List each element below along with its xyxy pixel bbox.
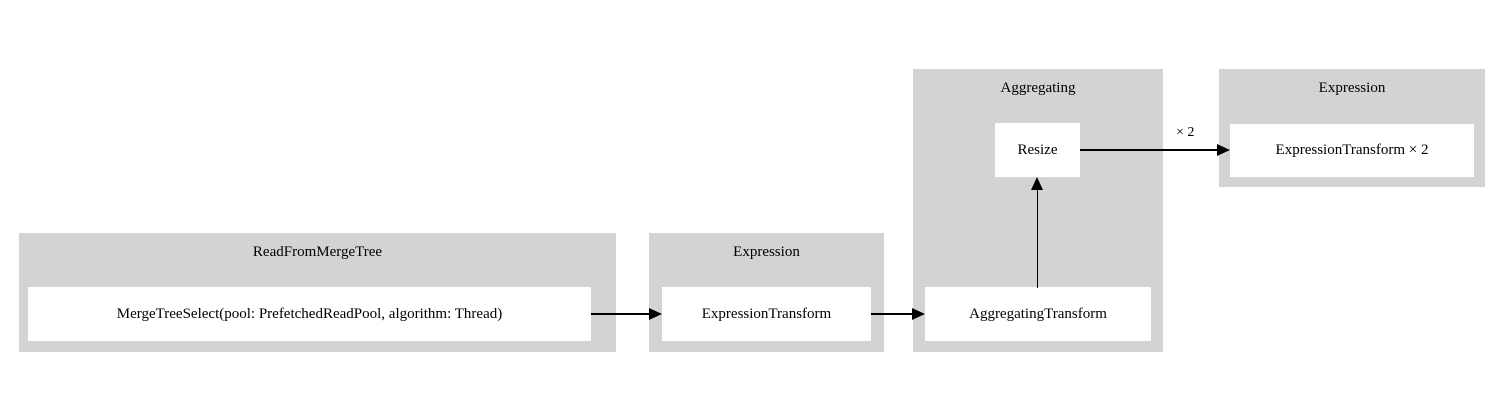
- edge-aggregating-to-resize-arrowhead: [1030, 177, 1043, 190]
- edge-label-resize-to-expression-x2: × 2: [1176, 125, 1195, 140]
- edge-expression-to-aggregating-line: [871, 313, 912, 315]
- node-label-expression-transform-x2: ExpressionTransform × 2: [1275, 142, 1429, 158]
- cluster-title-read-from-merge-tree: ReadFromMergeTree: [252, 244, 383, 260]
- node-resize[interactable]: Resize: [995, 123, 1080, 177]
- cluster-title-expression-right: Expression: [1318, 80, 1386, 96]
- cluster-title-expression-middle: Expression: [733, 244, 800, 260]
- node-merge-tree-select[interactable]: MergeTreeSelect(pool: PrefetchedReadPool…: [28, 287, 591, 341]
- cluster-title-aggregating: Aggregating: [1000, 80, 1076, 96]
- node-expression-transform-x2[interactable]: ExpressionTransform × 2: [1230, 124, 1474, 177]
- edge-resize-to-expression-x2-arrowhead: [1217, 143, 1230, 156]
- node-label-resize: Resize: [1017, 141, 1058, 158]
- node-label-expression-transform: ExpressionTransform: [701, 305, 832, 322]
- edge-merge-to-expression-line: [591, 313, 649, 315]
- edge-expression-to-aggregating-arrowhead: [912, 307, 925, 320]
- edge-aggregating-to-resize-line: [1036, 190, 1039, 288]
- node-label-aggregating-transform: AggregatingTransform: [969, 305, 1107, 322]
- edge-merge-to-expression-arrowhead: [649, 307, 662, 320]
- node-aggregating-transform[interactable]: AggregatingTransform: [925, 287, 1151, 341]
- edge-resize-to-expression-x2-line: [1080, 149, 1219, 151]
- node-label-merge-tree-select: MergeTreeSelect(pool: PrefetchedReadPool…: [116, 305, 503, 322]
- node-expression-transform[interactable]: ExpressionTransform: [662, 287, 871, 341]
